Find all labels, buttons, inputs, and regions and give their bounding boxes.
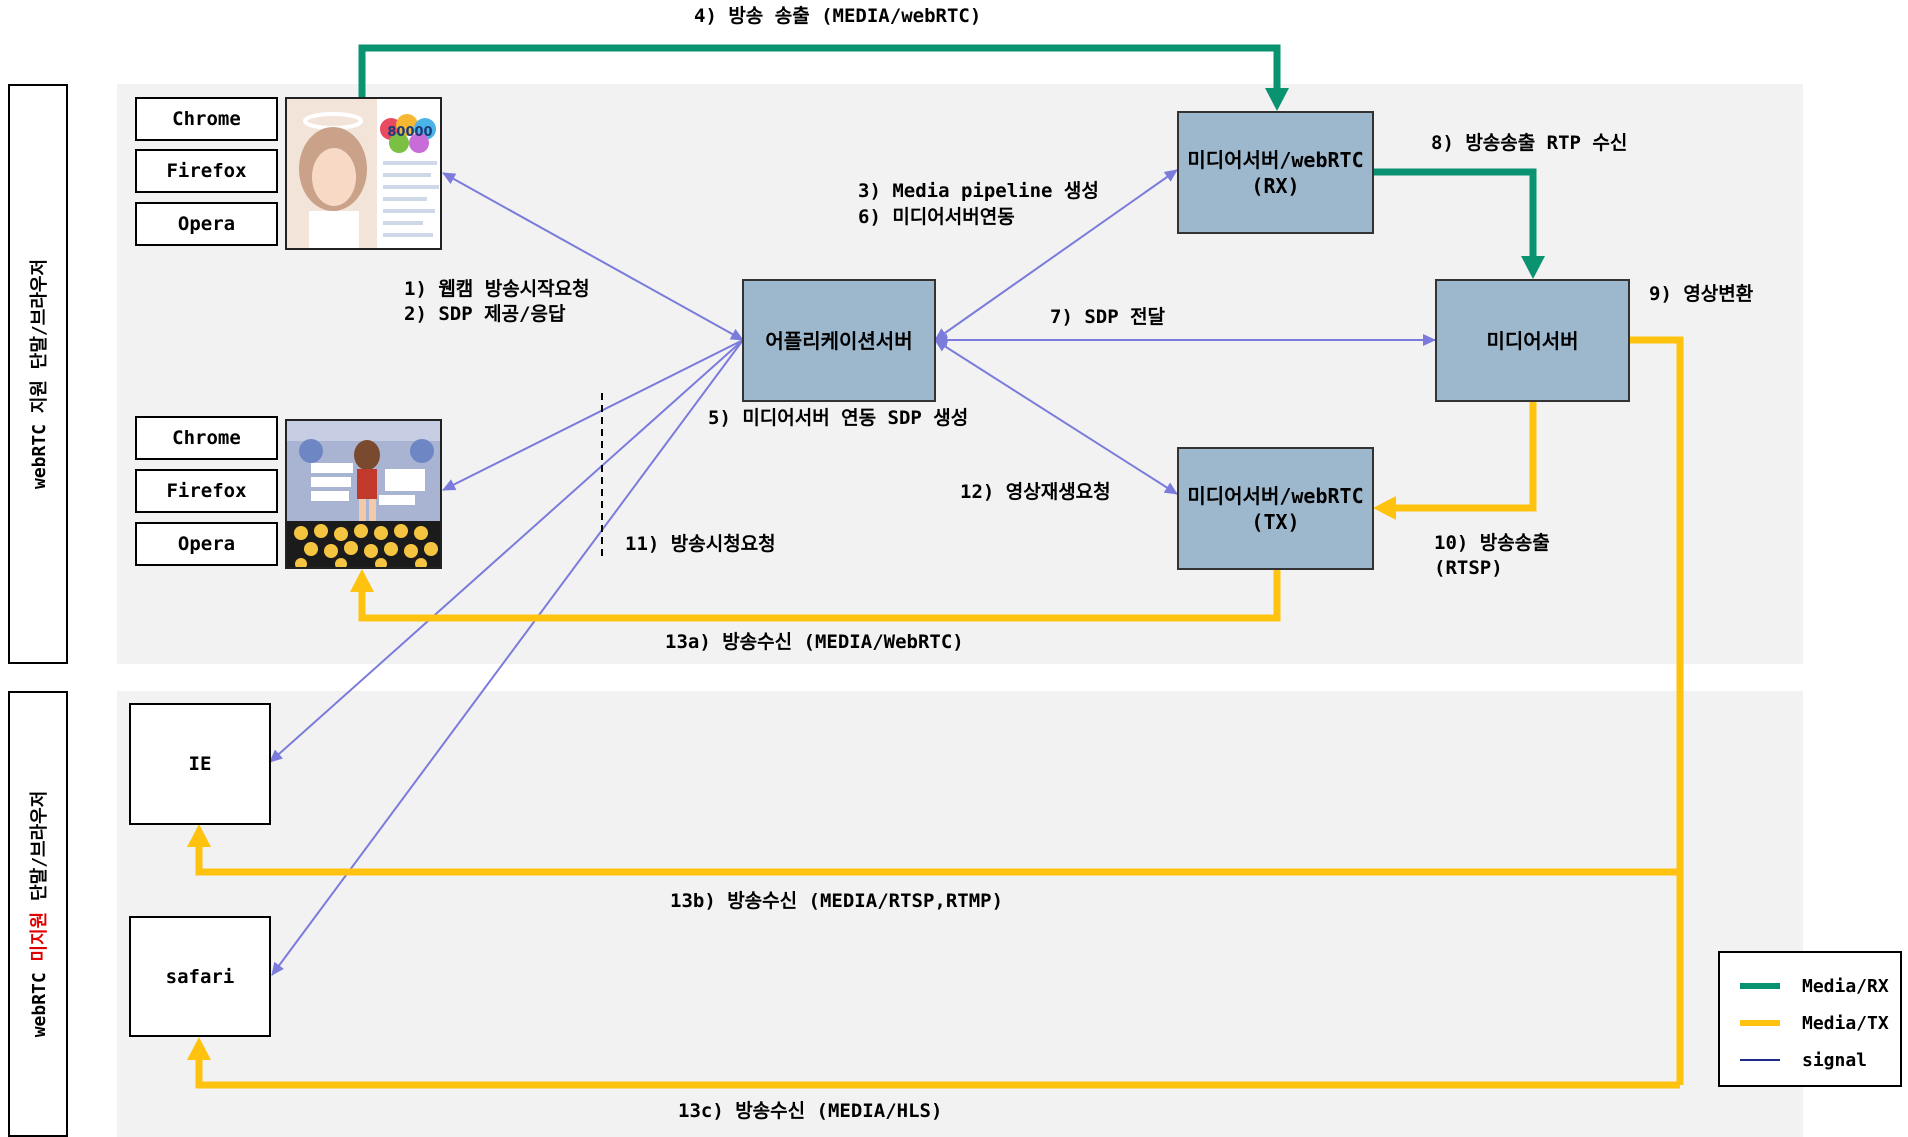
step-4-label: 4) 방송 송출 (MEDIA/webRTC) — [694, 5, 982, 27]
media-rx-line-rtp — [1374, 168, 1537, 262]
legend-item-media-tx: Media/TX — [1740, 1012, 1889, 1034]
signal-line-app-ie — [269, 339, 744, 763]
media-tx-line-13b — [195, 841, 1680, 876]
step-6-label: 6) 미디어서버연동 — [858, 206, 1015, 228]
media-server-node: 미디어서버 — [1435, 279, 1630, 402]
step-3-label: 3) Media pipeline 생성 — [858, 180, 1099, 202]
step-10-label-line1: 10) 방송송출 — [1434, 532, 1550, 554]
browser-opera-2: Opera — [135, 522, 278, 566]
step-11-label: 11) 방송시청요청 — [625, 533, 776, 555]
media-tx-arrowhead-13b — [187, 824, 211, 847]
signal-line-app-mediatx — [934, 339, 1178, 495]
media-tx-arrowhead-13c — [187, 1037, 211, 1060]
legend-item-signal: signal — [1740, 1049, 1868, 1071]
browser-safari: safari — [129, 916, 271, 1037]
browser-firefox-1: Firefox — [135, 149, 278, 193]
step-10-label-line2: (RTSP) — [1434, 557, 1503, 579]
step-8-label: 8) 방송송출 RTP 수신 — [1431, 132, 1628, 154]
broadcast-counter-text: 80000 — [387, 125, 432, 140]
media-rx-line-broadcast — [358, 44, 1281, 97]
legend-swatch-media-rx — [1740, 983, 1780, 989]
step-13a-label: 13a) 방송수신 (MEDIA/WebRTC) — [665, 631, 964, 653]
legend-label-media-rx: Media/RX — [1802, 975, 1889, 997]
step-12-label: 12) 영상재생요청 — [960, 481, 1111, 503]
browser-opera-1: Opera — [135, 202, 278, 246]
media-server-webrtc-tx-node: 미디어서버/webRTC (TX) — [1177, 447, 1374, 570]
broadcaster-webcam-thumbnail: 80000 — [285, 97, 442, 250]
step-9-label: 9) 영상변환 — [1649, 283, 1754, 305]
unsupported-section-label-box: webRTC 미지원 단말/브라우저 — [8, 691, 68, 1137]
legend-label-signal: signal — [1802, 1049, 1868, 1071]
step-13c-label: 13c) 방송수신 (MEDIA/HLS) — [678, 1100, 943, 1122]
step-2-label: 2) SDP 제공/응답 — [404, 303, 566, 325]
legend-swatch-media-tx — [1740, 1020, 1780, 1026]
step-1-label: 1) 웹캠 방송시작요청 — [404, 278, 590, 300]
supported-section-label-box: webRTC 지원 단말/브라우저 — [8, 84, 68, 664]
legend-item-media-rx: Media/RX — [1740, 975, 1889, 997]
media-server-webrtc-rx-node: 미디어서버/webRTC (RX) — [1177, 111, 1374, 234]
legend-swatch-signal — [1740, 1059, 1780, 1061]
signal-line-app-viewer — [442, 339, 744, 491]
signal-line-webcam-app — [442, 172, 744, 341]
browser-ie: IE — [129, 703, 271, 825]
step-5-label: 5) 미디어서버 연동 SDP 생성 — [708, 407, 969, 429]
media-tx-arrowhead-13a — [350, 569, 374, 592]
browser-firefox-2: Firefox — [135, 469, 278, 513]
signal-line-app-mediarx — [934, 169, 1178, 341]
browser-chrome-2: Chrome — [135, 416, 278, 460]
unsupported-section-band — [117, 691, 1803, 1137]
media-tx-line-rtsp — [1390, 401, 1537, 512]
media-tx-arrowhead-rtsp — [1373, 496, 1396, 520]
browser-chrome-1: Chrome — [135, 97, 278, 141]
media-rx-arrowhead-1 — [1265, 88, 1289, 111]
media-tx-line-13a — [358, 569, 1281, 622]
step-13b-label: 13b) 방송수신 (MEDIA/RTSP,RTMP) — [670, 890, 1004, 912]
media-tx-line-13c — [195, 1054, 1680, 1089]
media-tx-line-trunk — [1629, 336, 1684, 1085]
step-7-label: 7) SDP 전달 — [1050, 306, 1166, 328]
legend: Media/RX Media/TX signal — [1718, 951, 1902, 1087]
media-rx-arrowhead-2 — [1521, 256, 1545, 279]
legend-label-media-tx: Media/TX — [1802, 1012, 1889, 1034]
viewer-stream-thumbnail — [285, 419, 442, 569]
application-server-node: 어플리케이션서버 — [742, 279, 936, 402]
